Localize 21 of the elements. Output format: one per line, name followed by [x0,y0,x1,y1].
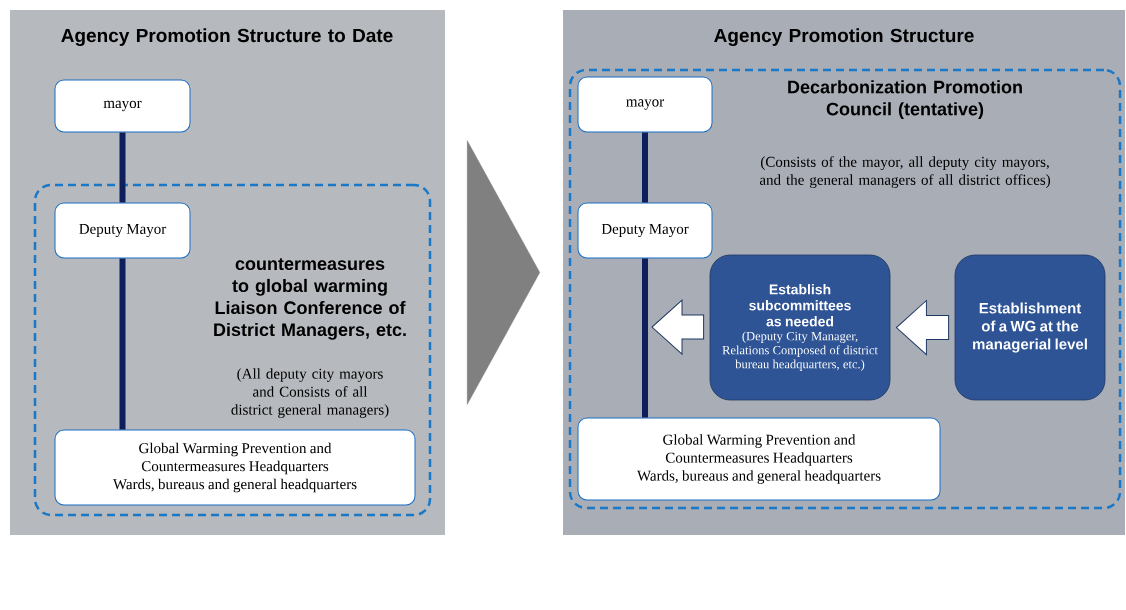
group-description: (All deputy city mayors and Consists of all district general managers) [231,368,389,418]
group-description: (Consists of the mayor, all deputy city mayors, and the general managers of all district offices) [759,156,1051,188]
role-box: mayor [54,79,191,133]
block-arrow [651,299,705,355]
panel-title: Agency Promotion Structure [714,28,974,46]
task-box: Establish subcommittees as needed (Deputy City Manager, Relations Composed of district bureau headquarters, etc.) [709,254,891,401]
role-box: Deputy Mayor [577,202,713,259]
connector-line [642,258,648,418]
role-box: Global Warming Prevention and Countermeasures Headquarters Wards, bureaus and general headquarters [54,429,416,506]
group-title: countermeasures to global warming Liaison Conference of District Managers, etc. [214,258,406,340]
connector-line [119,258,126,430]
role-box: Deputy Mayor [54,202,191,259]
role-box: mayor [577,76,713,133]
group-title: Decarbonization Promotion Council (tentative) [788,80,1022,119]
connector-line [119,132,126,203]
block-arrow [895,300,950,355]
connector-line [642,132,648,203]
panel-title: Agency Promotion Structure to Date [61,28,393,46]
task-box: Establishment of a WG at the managerial level [954,254,1106,401]
role-box: Global Warming Prevention and Countermeasures Headquarters Wards, bureaus and general headquarters [577,417,941,501]
chevron-arrow [467,140,540,405]
